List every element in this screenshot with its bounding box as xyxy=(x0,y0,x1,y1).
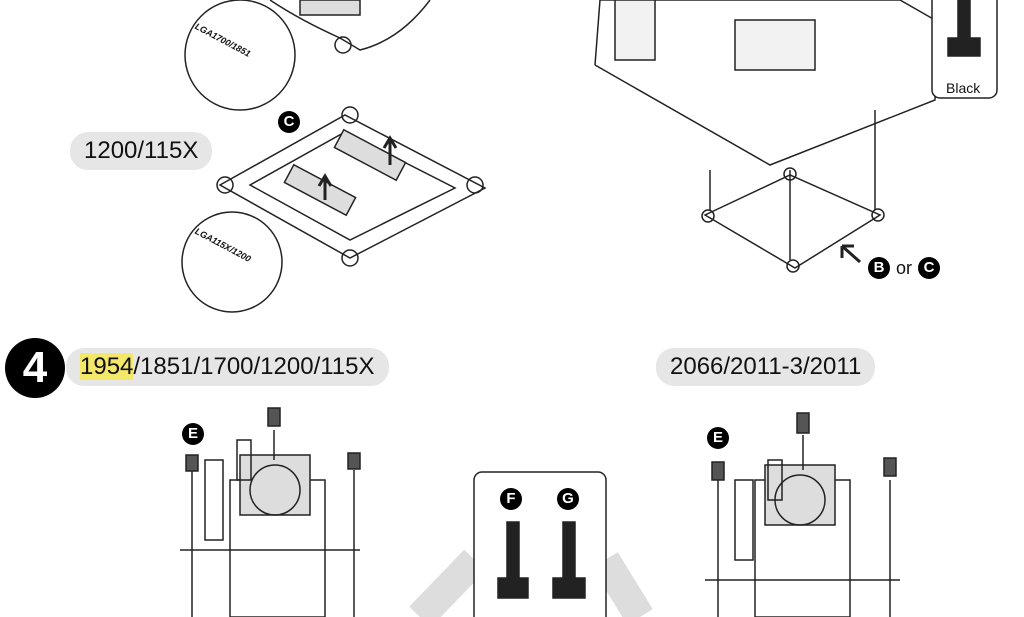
badge-e-left: E xyxy=(182,423,204,445)
motherboard-drawing xyxy=(594,0,998,273)
badge-e-right: E xyxy=(707,427,729,449)
bracket-choice: B or C xyxy=(868,257,941,279)
or-text: or xyxy=(896,257,913,278)
badge-c-choice: C xyxy=(918,257,941,279)
socket-pill-1200-115x: 1200/115X xyxy=(70,132,213,170)
badge-f: F xyxy=(500,488,522,510)
badge-c: C xyxy=(278,111,300,133)
cooler-right-drawing xyxy=(705,412,900,617)
bracket-c-drawing xyxy=(181,106,487,313)
standoff-color-label: Black xyxy=(946,80,981,96)
bracket-b-drawing xyxy=(184,0,431,111)
socket-pill-hedt: 2066/2011-3/2011 xyxy=(656,348,876,386)
step-number: 4 xyxy=(5,338,65,398)
cooler-left-drawing xyxy=(180,407,361,617)
highlighted-socket: 1954 xyxy=(80,353,134,380)
socket-pill-intel: 1954/1851/1700/1200/115X xyxy=(66,348,389,386)
badge-g: G xyxy=(557,488,579,510)
standoff-box-drawing xyxy=(409,471,653,617)
badge-b: B xyxy=(868,257,890,279)
socket-list: /1851/1700/1200/115X xyxy=(133,353,375,380)
